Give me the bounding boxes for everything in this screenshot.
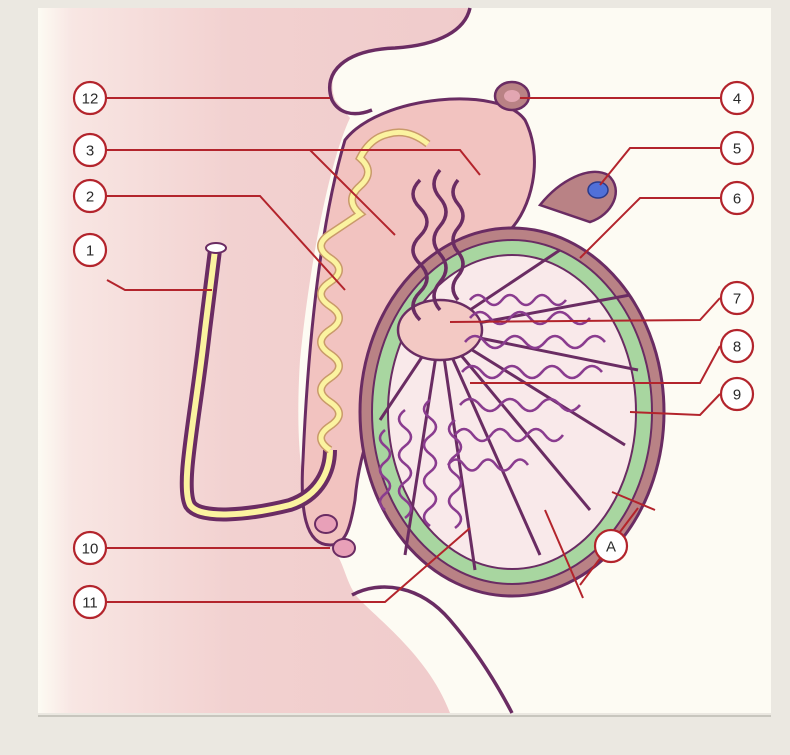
svg-text:1: 1 <box>86 243 94 260</box>
svg-text:5: 5 <box>733 141 741 158</box>
label-12: 12 <box>74 82 106 114</box>
label-4: 4 <box>721 82 753 114</box>
svg-text:6: 6 <box>733 191 741 208</box>
svg-text:8: 8 <box>733 339 741 356</box>
svg-text:7: 7 <box>733 291 741 308</box>
paradidymis-upper <box>315 515 337 533</box>
svg-text:10: 10 <box>82 541 99 558</box>
label-9: 9 <box>721 378 753 410</box>
svg-text:9: 9 <box>733 387 741 404</box>
svg-text:4: 4 <box>733 91 741 108</box>
svg-text:3: 3 <box>86 143 94 160</box>
paradidymis-lower <box>333 539 355 557</box>
label-1: 1 <box>74 234 106 266</box>
label-3: 3 <box>74 134 106 166</box>
label-2: 2 <box>74 180 106 212</box>
measure-a-text: A <box>606 539 616 556</box>
appendix-testis-vessel <box>588 182 608 198</box>
svg-text:2: 2 <box>86 189 94 206</box>
appendix-epididymis-core <box>504 90 520 102</box>
label-11: 11 <box>74 586 106 618</box>
label-7: 7 <box>721 282 753 314</box>
svg-text:11: 11 <box>82 595 98 612</box>
label-10: 10 <box>74 532 106 564</box>
svg-text:12: 12 <box>82 91 99 108</box>
vas-deferens-end <box>206 243 226 253</box>
label-6: 6 <box>721 182 753 214</box>
label-5: 5 <box>721 132 753 164</box>
label-8: 8 <box>721 330 753 362</box>
